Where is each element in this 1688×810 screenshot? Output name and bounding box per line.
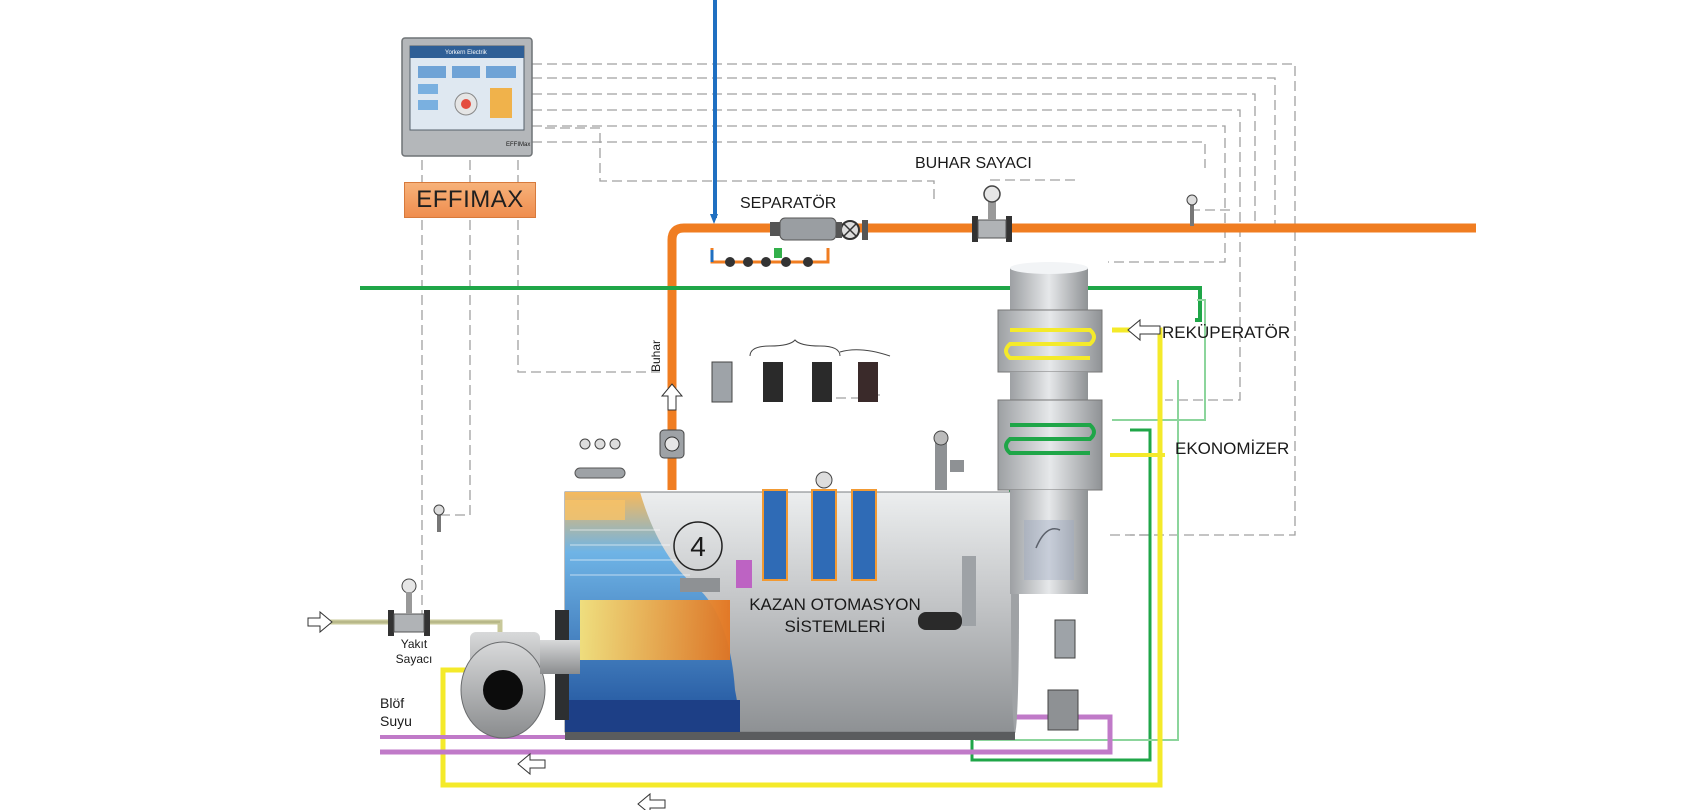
steam-label: Buhar xyxy=(649,340,663,372)
automation-label-line1: KAZAN OTOMASYON xyxy=(749,595,921,614)
effimax-panel[interactable]: EFFIMax Yorkern Electrik xyxy=(401,37,533,157)
steam-flow-meter xyxy=(659,429,685,459)
water-pipe xyxy=(360,286,1202,322)
panel-logo: Yorkern Electrik xyxy=(445,50,488,56)
fuel-meter-label-line1: Yakıt xyxy=(401,637,428,651)
stack xyxy=(997,262,1103,594)
steam-meter xyxy=(972,185,1012,242)
blowdown-valve xyxy=(918,556,1079,731)
boiler-number: 4 xyxy=(690,531,706,562)
signal-lines xyxy=(421,63,1296,615)
steam-header xyxy=(574,438,626,479)
pressure-sensor xyxy=(1186,194,1198,226)
steam-meter-label: BUHAR SAYACI xyxy=(915,155,1032,172)
separator xyxy=(725,217,868,267)
panel-brand: EFFIMax xyxy=(506,142,530,148)
blowdown-label-line2: Suyu xyxy=(380,713,412,729)
economizer-label: EKONOMİZER xyxy=(1175,439,1289,458)
fuel-meter xyxy=(388,578,430,636)
fuel-meter-label-line2: Sayacı xyxy=(396,652,433,666)
blowdown-label-line1: Blöf xyxy=(380,695,404,711)
steam-pipe xyxy=(667,223,1476,490)
flow-arrows xyxy=(307,318,1161,810)
separator-label: SEPARATÖR xyxy=(740,194,836,212)
burner xyxy=(460,610,580,739)
effimax-badge: EFFIMAX xyxy=(404,182,536,218)
recuperator-label: REKÜPERATÖR xyxy=(1162,323,1290,342)
purple-valve xyxy=(680,560,752,592)
controllers xyxy=(711,361,1076,659)
automation-label-line2: SİSTEMLERİ xyxy=(784,617,885,636)
temp-sensor xyxy=(433,504,445,532)
level-columns xyxy=(762,471,877,581)
safety-valve xyxy=(933,430,964,490)
